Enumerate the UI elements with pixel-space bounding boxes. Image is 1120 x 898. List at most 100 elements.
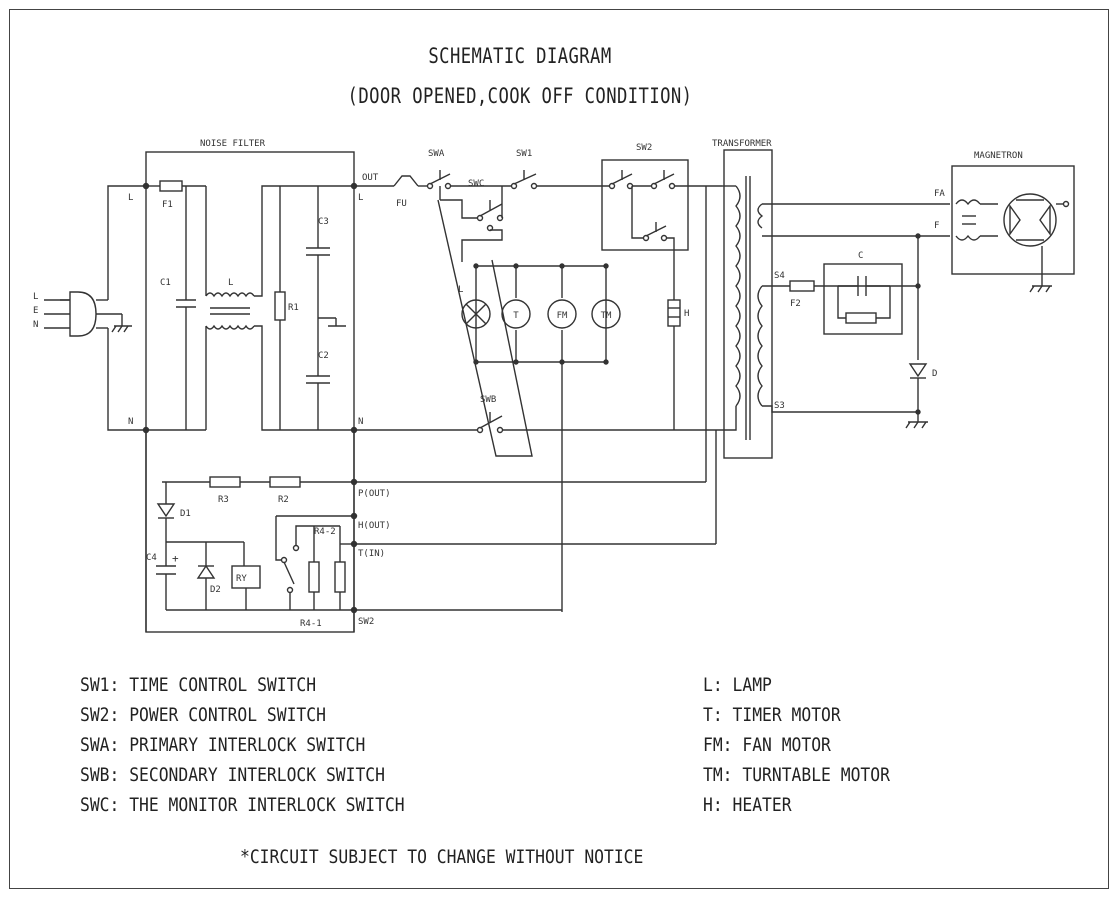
filter-l-in-label: L [128,193,133,203]
fuse-f2 [789,280,815,292]
magnetron-filter-coil-a [955,199,981,206]
diagram-title: SCHEMATIC DIAGRAM [428,44,612,68]
legend-item: SWC: THE MONITOR INTERLOCK SWITCH [80,794,405,816]
fuse-f1 [159,180,183,192]
swa-label: SWA [428,149,445,159]
capacitor-c-label: C [858,251,863,261]
sw2-pin-label: SW2 [358,617,374,627]
transformer-filament-coil [757,203,764,229]
resistor-r1 [274,291,286,321]
choke-top-coil [205,292,255,298]
r4-2-label: R4-2 [314,527,336,537]
filter-n-out-label: N [358,417,363,427]
legend-item: T: TIMER MOTOR [703,704,841,726]
legend-item: SW1: TIME CONTROL SWITCH [80,674,317,696]
relay-contact-r4 [283,561,295,585]
out-label: OUT [362,173,379,183]
switch-swb [479,415,503,429]
legend-switches: SW1: TIME CONTROL SWITCH SW2: POWER CONT… [80,670,405,820]
d2-label: D2 [210,585,221,595]
transformer-box [723,149,773,459]
legend-item: TM: TURNTABLE MOTOR [703,764,890,786]
legend-item: FM: FAN MOTOR [703,734,831,756]
diode-d1-icon [156,503,176,518]
r4-1-label: R4-1 [300,619,322,629]
ry-label: RY [236,574,247,584]
swc-label: SWC [468,179,484,189]
legend-item: L: LAMP [703,674,772,696]
choke-l-label: L [228,278,233,288]
sw1-label: SW1 [516,149,532,159]
plug-e-label: E [33,306,38,316]
r1-label: R1 [288,303,299,313]
magnetron-tube-icon [1003,193,1057,247]
transformer-primary-coil [735,185,741,407]
hv-capacitor-box [823,263,903,335]
wire-l-in [107,185,146,300]
fa-label: FA [934,189,945,199]
f-label: F [934,221,939,231]
plug-n-label: N [33,320,38,330]
transformer-label: TRANSFORMER [712,139,772,149]
noise-filter-box [145,151,355,633]
r3-label: R3 [218,495,229,505]
s3-label: S3 [774,401,785,411]
turntable-motor-label: TM [601,311,612,321]
power-plug-icon [44,291,132,337]
bleeder-resistor [845,312,877,324]
f2-label: F2 [790,299,801,309]
resistor-r4-1 [308,561,320,593]
resistor-r2 [269,476,301,488]
magnetron-box [951,165,1075,275]
fan-motor-icon [547,299,577,329]
fan-motor-label: FM [557,311,568,321]
timer-motor-icon [501,299,531,329]
footnote: *CIRCUIT SUBJECT TO CHANGE WITHOUT NOTIC… [240,846,644,868]
p-out-label: P(OUT) [358,489,391,499]
swb-link [437,199,533,457]
legend-item: SW2: POWER CONTROL SWITCH [80,704,326,726]
c1-label: C1 [160,278,171,288]
diagram-subtitle: (DOOR OPENED,COOK OFF CONDITION) [347,84,693,108]
timer-motor-label: T [513,311,519,321]
legend-item: H: HEATER [703,794,792,816]
wire-n-in [107,328,146,431]
d1-label: D1 [180,509,191,519]
switch-sw1 [513,173,537,185]
transformer-hv-coil [757,285,763,407]
sw2-label: SW2 [636,143,652,153]
legend-loads: L: LAMP T: TIMER MOTOR FM: FAN MOTOR TM:… [703,670,890,820]
hv-diode-icon [908,363,928,378]
fuse-fu [393,175,419,187]
h-out-label: H(OUT) [358,521,391,531]
resistor-r4-2 [334,561,346,593]
sw2-box [601,159,689,251]
t-in-label: T(IN) [358,549,385,559]
lamp-label: L [458,285,463,295]
legend-item: SWA: PRIMARY INTERLOCK SWITCH [80,734,366,756]
choke-bottom-coil [205,324,255,330]
f1-label: F1 [162,200,173,210]
switch-swc [479,203,503,217]
fu-label: FU [396,199,407,209]
c3-label: C3 [318,217,329,227]
swb-label: SWB [480,395,496,405]
noise-filter-label: NOISE FILTER [200,139,266,149]
filter-n-in-label: N [128,417,133,427]
c4-label: C4 [146,553,157,563]
plug-l-label: L [33,292,38,302]
diode-d-label: D [932,369,937,379]
s4-label: S4 [774,271,785,281]
zener-d2-icon [196,564,216,579]
magnetron-label: MAGNETRON [974,151,1023,161]
filter-l-out-label: L [358,193,363,203]
heater-icon [667,299,681,327]
r2-label: R2 [278,495,289,505]
heater-label: H [684,309,689,319]
c2-label: C2 [318,351,329,361]
resistor-r3 [209,476,241,488]
svg-text:+: + [172,552,179,565]
lamp-icon [461,299,491,329]
